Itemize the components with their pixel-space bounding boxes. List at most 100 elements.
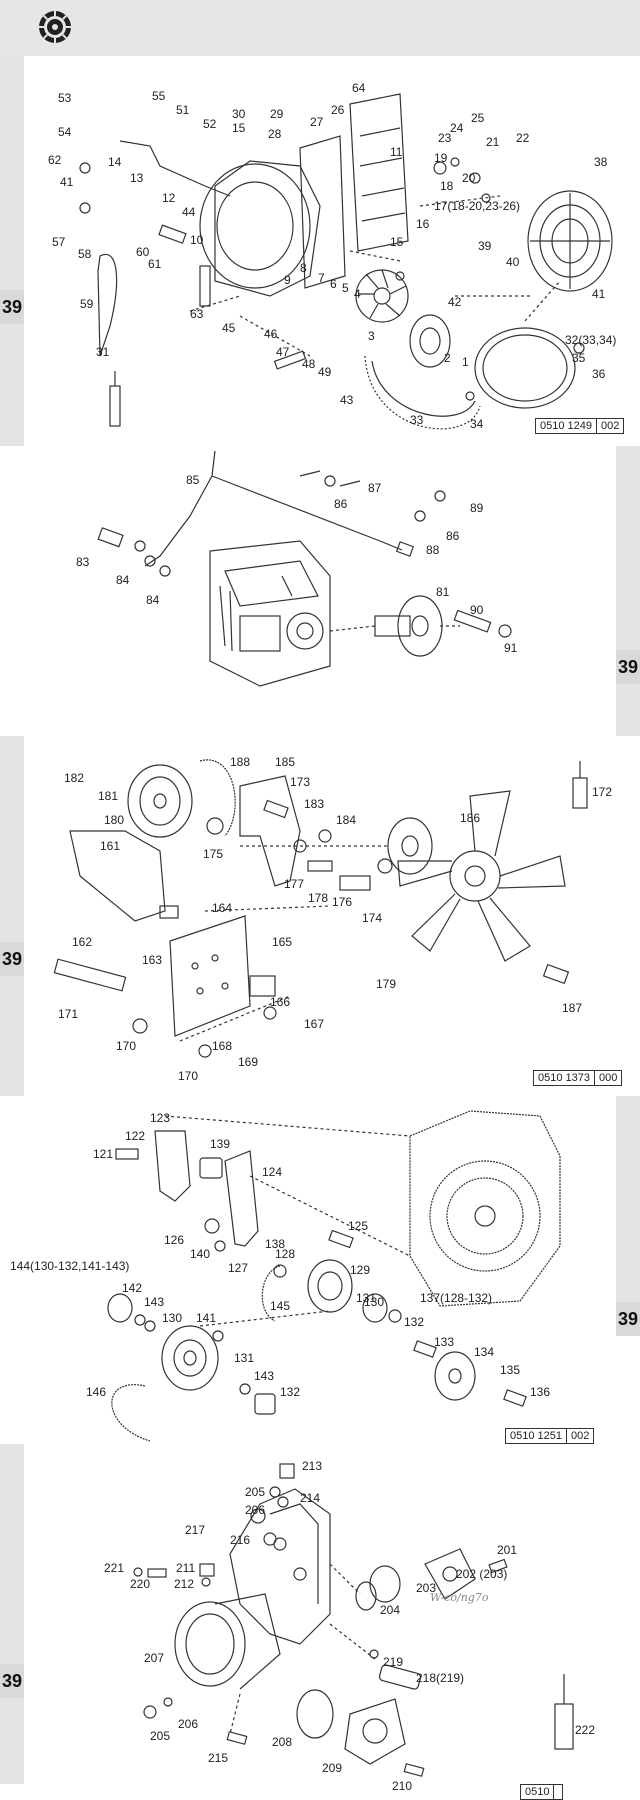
callout-label: 130 (162, 1311, 183, 1325)
callout-label: 167 (304, 1017, 325, 1031)
callout-label: 166 (270, 995, 291, 1009)
left-gutter (0, 1444, 24, 1784)
callout-label: 14 (108, 155, 122, 169)
drawing-reference: 0510 1373 000 (533, 1070, 623, 1086)
callout-label: 49 (318, 365, 332, 379)
callout-label: 221 (104, 1561, 125, 1575)
callout-label: 169 (238, 1055, 259, 1069)
callout-label: 26 (331, 103, 345, 117)
left-gutter (0, 56, 24, 446)
drawing-code: 0510 1249 (540, 420, 592, 432)
callout-label: 207 (144, 1651, 165, 1665)
section-tab[interactable]: 39 (0, 942, 24, 976)
callout-label: 174 (362, 911, 383, 925)
callout-label: 133 (434, 1335, 455, 1349)
callout-label: 15 (390, 235, 404, 249)
callout-label: 42 (448, 295, 462, 309)
callout-label: 29 (270, 107, 284, 121)
callout-label: 91 (504, 641, 518, 655)
callout-label: 145 (270, 1299, 291, 1313)
callout-label: 59 (80, 297, 94, 311)
callout-label: 36 (592, 367, 606, 381)
drawing-reference: 0510 (520, 1784, 564, 1800)
callout-label: 146 (86, 1385, 107, 1399)
callout-label: 46 (264, 327, 278, 341)
callout-label: 4 (354, 287, 361, 301)
callout-label: 13 (130, 171, 144, 185)
callout-label: 38 (594, 155, 608, 169)
callout-label: 206 (178, 1717, 199, 1731)
callout-label: 187 (562, 1001, 583, 1015)
callout-label: 217 (185, 1523, 206, 1537)
section-tab[interactable]: 39 (0, 290, 24, 324)
callout-label: 182 (64, 771, 85, 785)
callout-label: 142 (122, 1281, 143, 1295)
callout-label: 23 (438, 131, 452, 145)
callout-label: 175 (203, 847, 224, 861)
callout-label: 131 (234, 1351, 255, 1365)
callout-label: 15 (232, 121, 246, 135)
callout-label: 33 (410, 413, 424, 427)
callout-label: 181 (98, 789, 119, 803)
callout-label: 45 (222, 321, 236, 335)
drawing-revision: 002 (596, 419, 623, 433)
callout-label: 41 (60, 175, 74, 189)
callout-label: 140 (190, 1247, 211, 1261)
callout-label: 83 (76, 555, 90, 569)
callout-label: 132 (404, 1315, 425, 1329)
callout-label: 211 (176, 1561, 196, 1575)
diagram-panel-2: 85 86 87 86 89 88 83 84 84 81 90 91 (0, 446, 640, 736)
callout-label: 163 (142, 953, 163, 967)
callout-label: 135 (500, 1363, 521, 1377)
callout-label: 44 (182, 205, 196, 219)
callout-label: 141 (196, 1311, 217, 1325)
callout-label: 130 (364, 1295, 385, 1309)
callout-label: 184 (336, 813, 357, 827)
callout-label: 136 (530, 1385, 551, 1399)
callout-label: 1 (462, 355, 469, 369)
callout-label: 202 (203) (456, 1567, 508, 1581)
section-tab[interactable]: 39 (616, 650, 640, 684)
section-tab[interactable]: 39 (0, 1664, 24, 1698)
callout-label: 206 (245, 1503, 266, 1517)
callout-label: 19 (434, 151, 448, 165)
parts-drawing (79, 93, 613, 430)
callout-label: 51 (176, 103, 190, 117)
callout-label: 178 (308, 891, 329, 905)
callout-label: 144(130-132,141-143) (10, 1259, 130, 1273)
callout-label: 204 (380, 1603, 401, 1617)
callout-label: 62 (48, 153, 62, 167)
callout-label: 162 (72, 935, 93, 949)
callout-label: 137(128-132) (420, 1291, 493, 1305)
callout-label: 84 (146, 593, 160, 607)
callout-label: 219 (383, 1655, 404, 1669)
callout-label: 170 (116, 1039, 137, 1053)
callout-label: 213 (302, 1459, 323, 1473)
callout-label: 25 (471, 111, 485, 125)
callout-label: 201 (497, 1543, 518, 1557)
callout-label: 186 (460, 811, 481, 825)
callout-label: 138 (265, 1237, 286, 1251)
callout-label: 131 (356, 1291, 377, 1305)
callout-label: 172 (592, 785, 613, 799)
section-tab[interactable]: 39 (616, 1302, 640, 1336)
callout-label: 122 (125, 1129, 146, 1143)
parts-drawing (97, 450, 512, 687)
callout-label: 90 (470, 603, 484, 617)
callout-label: 87 (368, 481, 382, 495)
callout-label: 52 (203, 117, 217, 131)
callout-label: 34 (470, 417, 484, 431)
callout-label: 124 (262, 1165, 283, 1179)
callout-label: 12 (162, 191, 176, 205)
diagram-panel-4: 123 122 121 139 124 126 140 138 125 144(… (0, 1096, 640, 1444)
callout-label: 127 (228, 1261, 249, 1275)
callout-label: 9 (284, 273, 291, 287)
callout-label: 2 (444, 351, 451, 365)
callout-label: 205 (150, 1729, 171, 1743)
callout-label: 210 (392, 1779, 413, 1793)
callout-label: 17(18-20,23-26) (434, 199, 521, 213)
callout-label: 126 (164, 1233, 185, 1247)
callout-label: 27 (310, 115, 324, 129)
callout-label: 222 (575, 1723, 596, 1737)
callout-label: 40 (506, 255, 520, 269)
